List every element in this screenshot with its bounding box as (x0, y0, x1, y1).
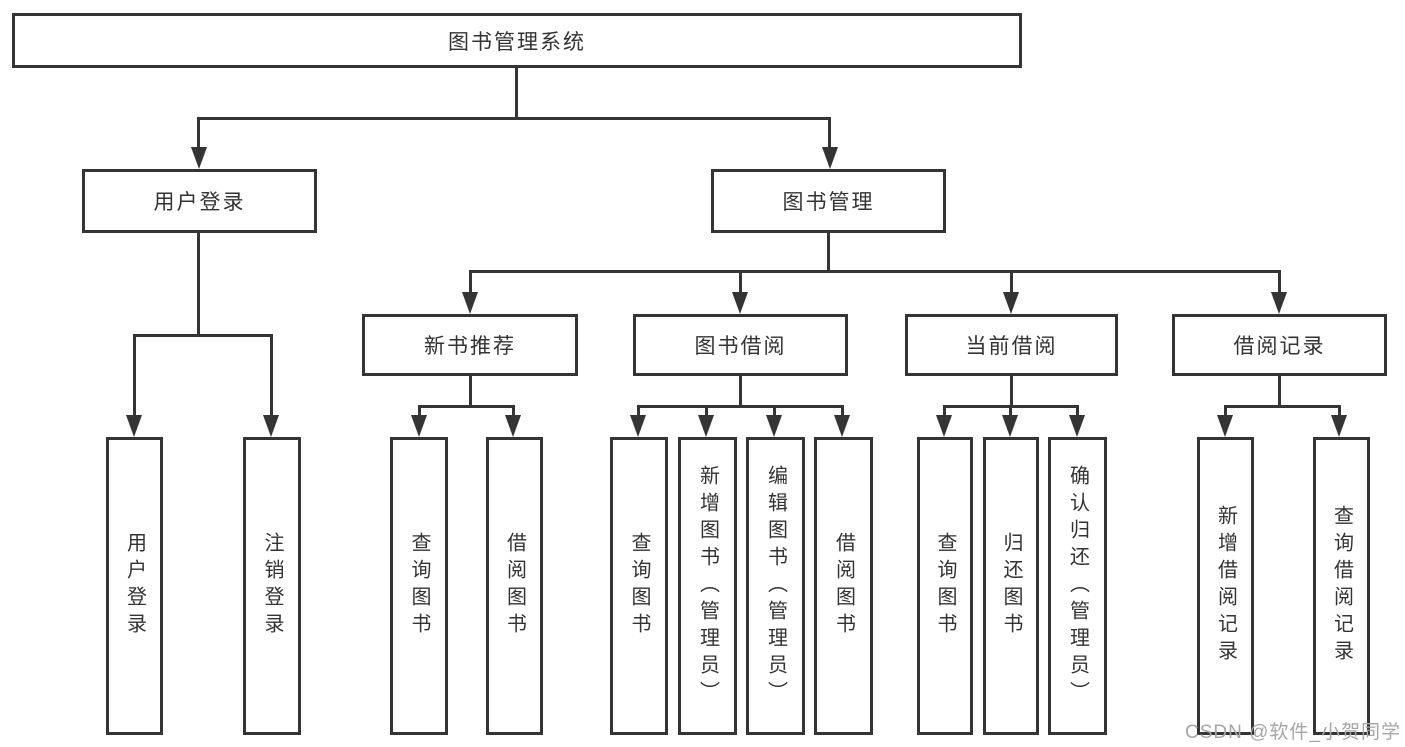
connector-borrow-leaf2 (705, 405, 708, 415)
node-label: 用户登录 (153, 191, 246, 214)
leaf-borrow-add-books-admin: 新增图书（管理员） (678, 437, 737, 735)
leaf-newrec-query-books: 查询图书 (390, 437, 448, 735)
connector-borrow-stem (739, 376, 742, 405)
connector-user-login-split (133, 334, 273, 337)
arrowhead-records-leaf1 (1217, 415, 1233, 437)
leaf-borrow-borrow-books: 借阅图书 (814, 437, 873, 735)
leaf-label: 查询借阅记录 (1330, 505, 1353, 667)
leaf-label: 借阅图书 (503, 532, 526, 640)
leaf-current-confirm-return-admin: 确认归还（管理员） (1048, 437, 1107, 735)
arrowhead-newrec-leaf2 (505, 415, 521, 437)
connector-newrec-leaf2 (512, 405, 515, 415)
connector-current-stem (1010, 376, 1013, 405)
connector-to-current-borrow (1010, 270, 1013, 292)
arrowhead-user-login (191, 147, 207, 169)
connector-newrec-leaf1 (418, 405, 421, 415)
node-current-borrow: 当前借阅 (905, 314, 1118, 376)
leaf-label: 归还图书 (1000, 532, 1022, 640)
leaf-label: 用户登录 (123, 532, 146, 640)
leaf-label: 查询图书 (934, 532, 956, 640)
node-book-management: 图书管理 (711, 169, 946, 233)
arrowhead-new-book-recommend (462, 292, 478, 314)
arrowhead-current-borrow (1003, 292, 1019, 314)
connector-records-split (1224, 405, 1341, 408)
leaf-label: 注销登录 (261, 532, 283, 640)
connector-records-leaf1 (1224, 405, 1227, 415)
leaf-records-query-borrow-record: 查询借阅记录 (1313, 437, 1370, 735)
leaf-label: 新增图书（管理员） (696, 464, 719, 708)
connector-to-book-management (828, 117, 831, 147)
connector-newrec-split (418, 405, 515, 408)
leaf-borrow-query-books: 查询图书 (610, 437, 668, 735)
connector-borrow-leaf1 (637, 405, 640, 415)
connector-records-stem (1278, 376, 1281, 405)
arrowhead-current-leaf1 (936, 415, 952, 437)
leaf-label: 确认归还（管理员） (1066, 464, 1089, 708)
connector-root-stem (515, 68, 518, 120)
node-new-book-recommend: 新书推荐 (362, 314, 578, 376)
leaf-label: 新增借阅记录 (1214, 505, 1237, 667)
connector-borrow-leaf4 (841, 405, 844, 415)
leaf-user-login: 用户登录 (106, 437, 163, 735)
leaf-label: 查询图书 (628, 532, 650, 640)
connector-to-user-login (197, 117, 200, 147)
arrowhead-current-leaf3 (1069, 415, 1085, 437)
node-label: 图书管理系统 (448, 30, 586, 54)
node-library-management-system: 图书管理系统 (12, 13, 1022, 68)
leaf-current-return-books: 归还图书 (983, 437, 1039, 735)
arrowhead-borrow-leaf1 (630, 415, 646, 437)
connector-current-leaf1 (943, 405, 946, 415)
arrowhead-records-leaf2 (1331, 415, 1347, 437)
node-user-login: 用户登录 (82, 169, 317, 233)
arrowhead-leaf-user-login (126, 415, 142, 437)
watermark: CSDN @软件_小贺同学 (1185, 722, 1401, 743)
connector-to-new-book-recommend (469, 270, 472, 292)
leaf-borrow-edit-books-admin: 编辑图书（管理员） (746, 437, 805, 735)
node-borrow-records: 借阅记录 (1172, 314, 1387, 376)
node-book-borrow: 图书借阅 (633, 314, 848, 376)
node-label: 当前借阅 (965, 335, 1058, 358)
leaf-current-query-books: 查询图书 (917, 437, 973, 735)
connector-to-leaf-logout (270, 334, 273, 415)
connector-level1-split (197, 117, 831, 120)
arrowhead-newrec-leaf1 (411, 415, 427, 437)
node-label: 新书推荐 (424, 335, 516, 358)
connector-borrow-split (637, 405, 844, 408)
node-label: 图书管理 (782, 191, 875, 214)
arrowhead-borrow-leaf3 (766, 415, 782, 437)
node-label: 借阅记录 (1233, 335, 1326, 358)
connector-user-login-stem (197, 233, 200, 336)
leaf-newrec-borrow-books: 借阅图书 (486, 437, 543, 735)
connector-current-leaf3 (1076, 405, 1079, 415)
node-label: 图书借阅 (694, 335, 787, 358)
connector-level2-split (469, 270, 1280, 273)
arrowhead-borrow-records (1271, 292, 1287, 314)
leaf-records-add-borrow-record: 新增借阅记录 (1197, 437, 1254, 735)
arrowhead-borrow-leaf4 (834, 415, 850, 437)
connector-borrow-leaf3 (773, 405, 776, 415)
arrowhead-leaf-logout (263, 415, 279, 437)
connector-to-borrow-records (1278, 270, 1281, 292)
arrowhead-book-borrow (732, 292, 748, 314)
arrowhead-current-leaf2 (1002, 415, 1018, 437)
connector-to-book-borrow (739, 270, 742, 292)
connector-book-management-stem (827, 233, 830, 272)
connector-current-leaf2 (1009, 405, 1012, 415)
arrowhead-borrow-leaf2 (698, 415, 714, 437)
leaf-label: 编辑图书（管理员） (764, 464, 787, 708)
connector-to-leaf-user-login (133, 334, 136, 415)
connector-newrec-stem (469, 376, 472, 405)
leaf-label: 查询图书 (408, 532, 430, 640)
arrowhead-book-management (822, 147, 838, 169)
leaf-logout: 注销登录 (243, 437, 301, 735)
leaf-label: 借阅图书 (832, 532, 855, 640)
connector-records-leaf2 (1338, 405, 1341, 415)
